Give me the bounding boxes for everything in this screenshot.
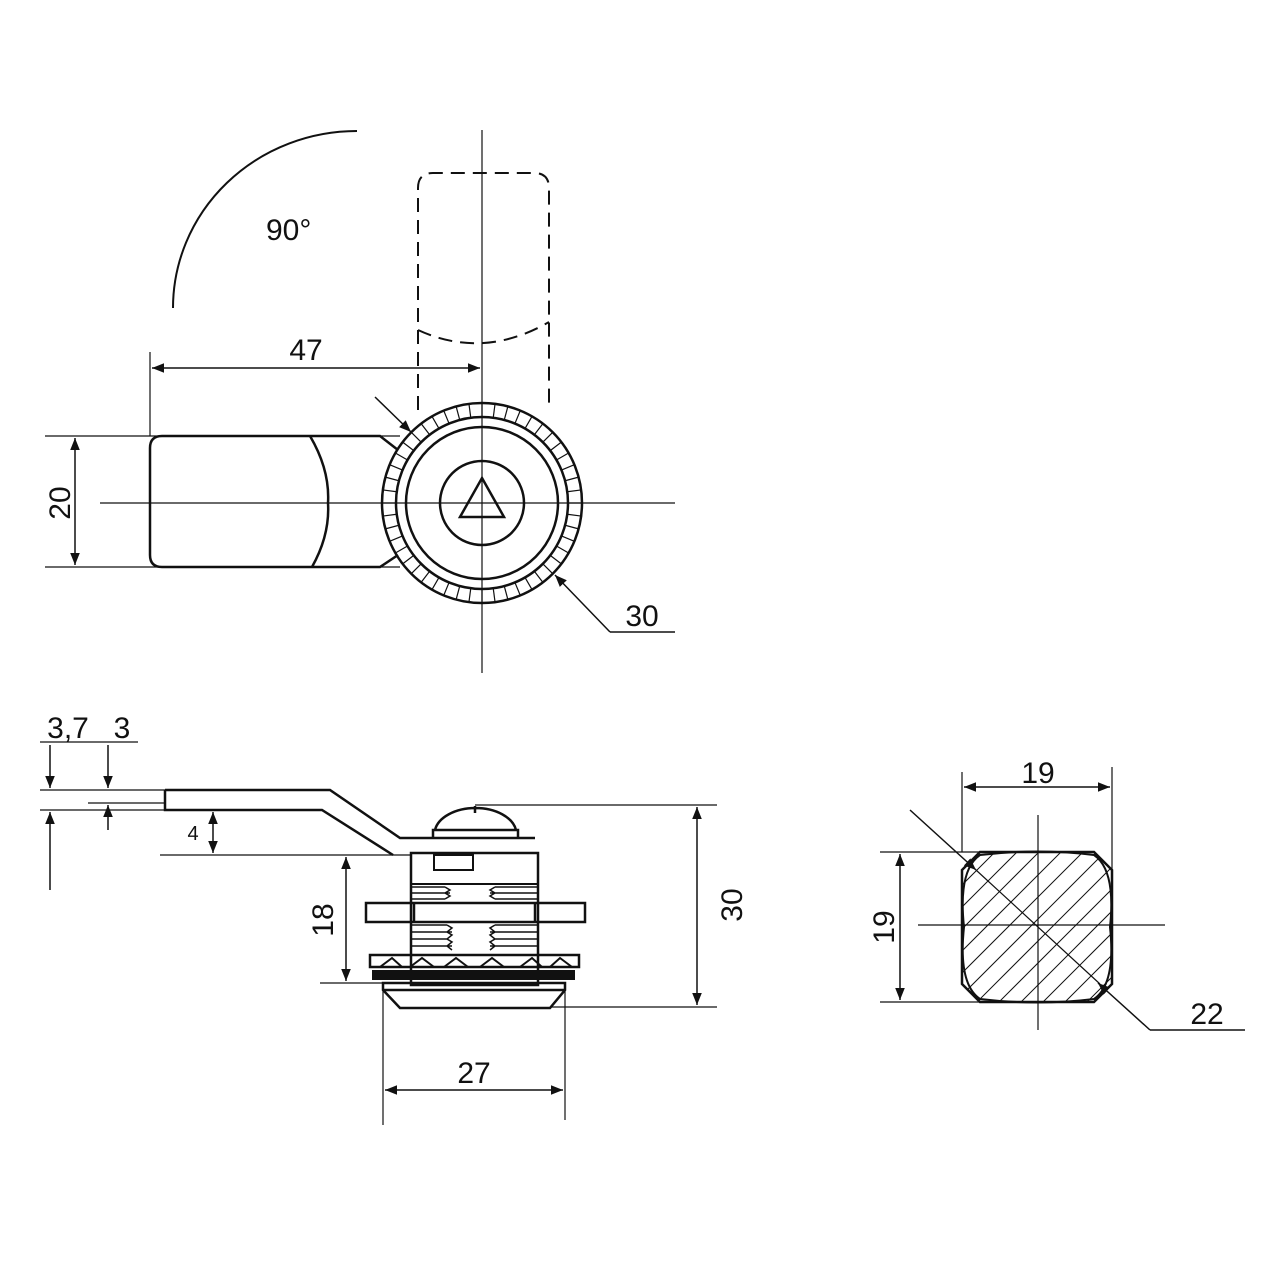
knurl-tick xyxy=(503,406,509,421)
knurl-tick xyxy=(564,524,579,530)
knurl-tick xyxy=(556,545,569,554)
knurl-tick xyxy=(395,452,408,461)
gasket xyxy=(372,970,575,980)
knurl-tick xyxy=(443,410,450,424)
knurl-tick xyxy=(524,416,533,429)
cutout-outline xyxy=(960,850,1114,1004)
dimension-27-label: 27 xyxy=(457,1057,490,1090)
knurl-tick xyxy=(549,554,562,565)
thread-lines xyxy=(412,886,537,951)
lever-side xyxy=(163,788,535,857)
knurl-tick xyxy=(567,513,582,517)
knurl-tick xyxy=(533,570,544,583)
knurl-tick xyxy=(561,535,575,542)
knurl-tick xyxy=(468,588,472,603)
knurl-tick xyxy=(389,535,403,542)
knurl-tick xyxy=(420,423,431,436)
top-view: 90° 47 20 30 xyxy=(44,130,675,673)
knurl-tick xyxy=(564,476,579,482)
dimension-19-width-label: 19 xyxy=(1021,757,1054,790)
knurl-tick xyxy=(542,563,554,575)
dimension-19-height-label: 19 xyxy=(868,910,901,943)
knurl-tick xyxy=(492,403,496,418)
knurl-tick xyxy=(402,441,415,452)
knurl-tick xyxy=(561,464,575,471)
knurl-tick xyxy=(382,489,397,493)
lever-top xyxy=(148,434,399,569)
knurl-tick xyxy=(567,489,582,493)
knurl-tick xyxy=(503,585,509,600)
knurl-tick xyxy=(395,545,408,554)
lock-body xyxy=(409,851,540,987)
knurl-tick xyxy=(382,513,397,517)
knurl-tick xyxy=(556,452,569,461)
knurl-tick xyxy=(431,577,440,590)
dimension-3-label: 3 xyxy=(114,712,131,745)
knurl-tick xyxy=(455,585,461,600)
knurl-tick xyxy=(455,406,461,421)
knurl-tick xyxy=(443,582,450,596)
bezel xyxy=(381,981,567,1010)
dimension-47-label: 47 xyxy=(289,334,322,367)
dimension-30-side-label: 30 xyxy=(716,888,749,921)
rotation-angle-label: 90° xyxy=(266,214,311,247)
dimension-20-label: 20 xyxy=(44,486,77,519)
panel-cutout-view: 19 19 22 xyxy=(868,757,1245,1031)
knurl-tick xyxy=(385,476,400,482)
knurl-tick xyxy=(524,577,533,590)
knurl-tick xyxy=(533,423,544,436)
knurl-tick xyxy=(420,570,431,583)
dimension-30-leader xyxy=(554,574,611,633)
knurl-tick xyxy=(549,441,562,452)
knurl-tick xyxy=(542,431,554,443)
knurl-tick xyxy=(410,563,422,575)
knurl-tick xyxy=(514,582,521,596)
dimension-30-label: 30 xyxy=(625,600,658,633)
toothed-washer xyxy=(368,953,581,969)
knurl-tick xyxy=(410,431,422,443)
rotation-arc xyxy=(172,130,358,309)
knurl-tick xyxy=(514,410,521,424)
side-view: 3,7 3 4 18 30 27 xyxy=(40,712,749,1125)
dimension-18-label: 18 xyxy=(307,903,340,936)
knurl-tick xyxy=(389,464,403,471)
mounting-nut xyxy=(364,901,587,924)
knurl-tick xyxy=(431,416,440,429)
screw-head xyxy=(431,806,520,838)
knurl-tick xyxy=(492,588,496,603)
rotated-lever-dashed xyxy=(417,172,550,410)
knurl-tick xyxy=(402,554,415,565)
dimension-3-7-label: 3,7 xyxy=(47,712,89,745)
dimension-22-label: 22 xyxy=(1190,998,1223,1031)
knurl-tick xyxy=(468,403,472,418)
dimension-4-label: 4 xyxy=(187,823,198,845)
knurl-tick xyxy=(385,524,400,530)
